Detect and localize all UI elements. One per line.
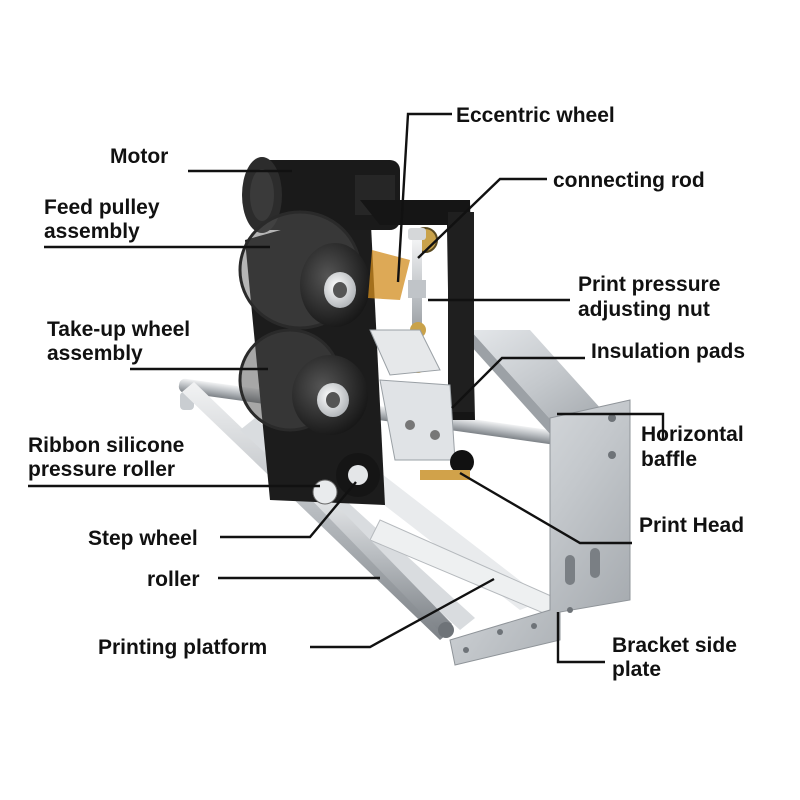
print-head-knob (450, 450, 474, 474)
label-horizontal-1: Horizontal (641, 423, 744, 446)
labels: Motor Feed pulley assembly Take-up wheel… (28, 104, 745, 681)
label-feed-pulley-1: Feed pulley (44, 196, 160, 219)
label-eccentric-wheel: Eccentric wheel (456, 104, 615, 127)
amber-film (368, 250, 410, 300)
step-wheel-shape (312, 453, 380, 505)
label-horizontal-2: baffle (641, 448, 697, 471)
feed-pulley-spool (238, 210, 370, 330)
roller-bar (300, 480, 454, 638)
take-up-spool (238, 328, 368, 435)
label-print-head: Print Head (639, 514, 744, 537)
label-bracket-2: plate (612, 658, 661, 681)
leader-connecting-rod (417, 177, 547, 259)
horizontal-baffle-beam (470, 330, 620, 430)
leader-eccentric-wheel (396, 112, 452, 283)
label-ribbon-2: pressure roller (28, 458, 175, 481)
label-print-pressure-1: Print pressure (578, 273, 720, 296)
leader-step-wheel (220, 481, 357, 539)
label-step-wheel: Step wheel (88, 527, 198, 550)
label-feed-pulley-2: assembly (44, 220, 140, 243)
bracket-side-plate-shape (449, 399, 631, 666)
label-connecting-rod: connecting rod (553, 169, 705, 192)
label-take-up-2: assembly (47, 342, 143, 365)
label-bracket-1: Bracket side (612, 634, 737, 657)
label-motor: Motor (110, 145, 168, 168)
label-insulation-pads: Insulation pads (591, 340, 745, 363)
label-print-pressure-2: adjusting nut (578, 298, 710, 321)
leader-bracket-side-plate (556, 612, 605, 664)
machine-illustration (178, 157, 631, 666)
label-take-up-1: Take-up wheel (47, 318, 190, 341)
insulation-pad-block (369, 329, 456, 461)
label-ribbon-1: Ribbon silicone (28, 434, 184, 457)
leader-print-head (459, 471, 632, 545)
label-roller: roller (147, 568, 200, 591)
leader-lines (28, 112, 665, 664)
leader-insulation-pads (451, 356, 585, 409)
leader-printing-platform (310, 577, 495, 649)
leader-horizontal-baffle (557, 412, 665, 440)
label-printing-platform: Printing platform (98, 636, 267, 659)
